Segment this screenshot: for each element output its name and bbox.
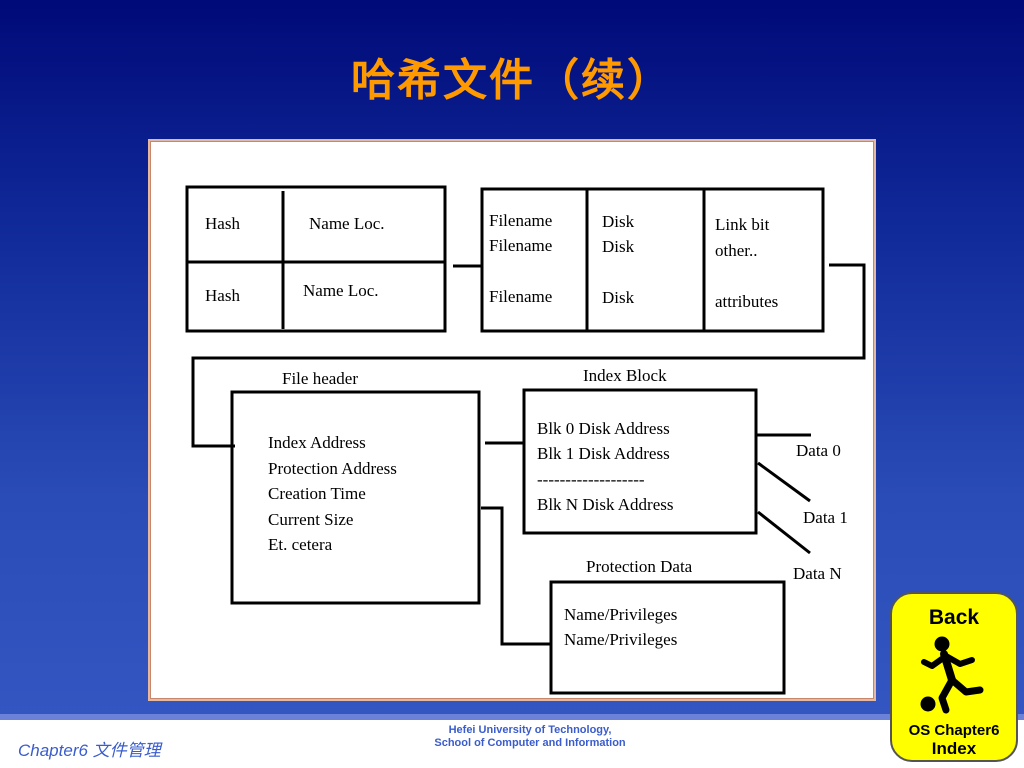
protection-data-line: Name/Privileges [564, 630, 678, 649]
disk-cell: Disk [602, 288, 635, 307]
chapter-label: OS Chapter6 [908, 722, 1000, 739]
back-label: Back [928, 606, 980, 629]
footer-university: Hefei University of Technology, School o… [380, 724, 680, 750]
index-label: Index [931, 739, 977, 758]
filename-cell: Filename [489, 236, 553, 255]
attr-cell: other.. [715, 241, 758, 260]
footer-university-line: Hefei University of Technology, [448, 724, 612, 736]
disk-cell: Disk [602, 237, 635, 256]
slide-title: 哈希文件（续） [351, 55, 673, 106]
file-header-label: File header [282, 369, 358, 388]
protection-data-label: Protection Data [586, 557, 693, 576]
file-header-line: Et. cetera [268, 535, 333, 554]
data-label: Data 1 [803, 508, 848, 527]
footer-divider [0, 714, 1024, 720]
footer-bar [0, 714, 1024, 768]
filename-cell: Filename [489, 287, 553, 306]
diagram-lines [185, 185, 866, 695]
attr-cell: Link bit [715, 215, 770, 234]
back-index-button[interactable]: Back OS Chapter6 Index [890, 592, 1018, 762]
protection-data-line: Name/Privileges [564, 605, 678, 624]
attr-cell: attributes [715, 292, 779, 311]
running-figure-icon [920, 636, 984, 714]
protection-data-box [549, 580, 786, 695]
disk-cell: Disk [602, 212, 635, 231]
file-header-line: Protection Address [268, 459, 397, 478]
data-label: Data N [793, 564, 842, 583]
index-block-line: Blk 1 Disk Address [537, 444, 670, 463]
index-block-box [522, 388, 758, 535]
hash-cell: Hash [205, 214, 240, 233]
footer-chapter: Chapter6 文件管理 [18, 741, 161, 760]
footer-school-line: School of Computer and Information [434, 737, 626, 749]
data-label: Data 0 [796, 441, 841, 460]
index-block-label: Index Block [583, 366, 667, 385]
hash-file-diagram: Hash Name Loc. Hash Name Loc. Filename F… [150, 141, 874, 699]
file-header-line: Current Size [268, 510, 354, 529]
index-block-line: Blk N Disk Address [537, 495, 674, 514]
name-loc-cell: Name Loc. [303, 281, 379, 300]
hash-cell: Hash [205, 286, 240, 305]
name-loc-cell: Name Loc. [309, 214, 385, 233]
file-header-line: Creation Time [268, 484, 366, 503]
filename-table-box [480, 187, 825, 333]
hash-table-box [185, 185, 447, 333]
index-block-line: Blk 0 Disk Address [537, 419, 670, 438]
file-header-line: Index Address [268, 433, 366, 452]
index-block-line: ------------------- [537, 470, 645, 489]
file-header-box [230, 390, 481, 605]
filename-cell: Filename [489, 211, 553, 230]
